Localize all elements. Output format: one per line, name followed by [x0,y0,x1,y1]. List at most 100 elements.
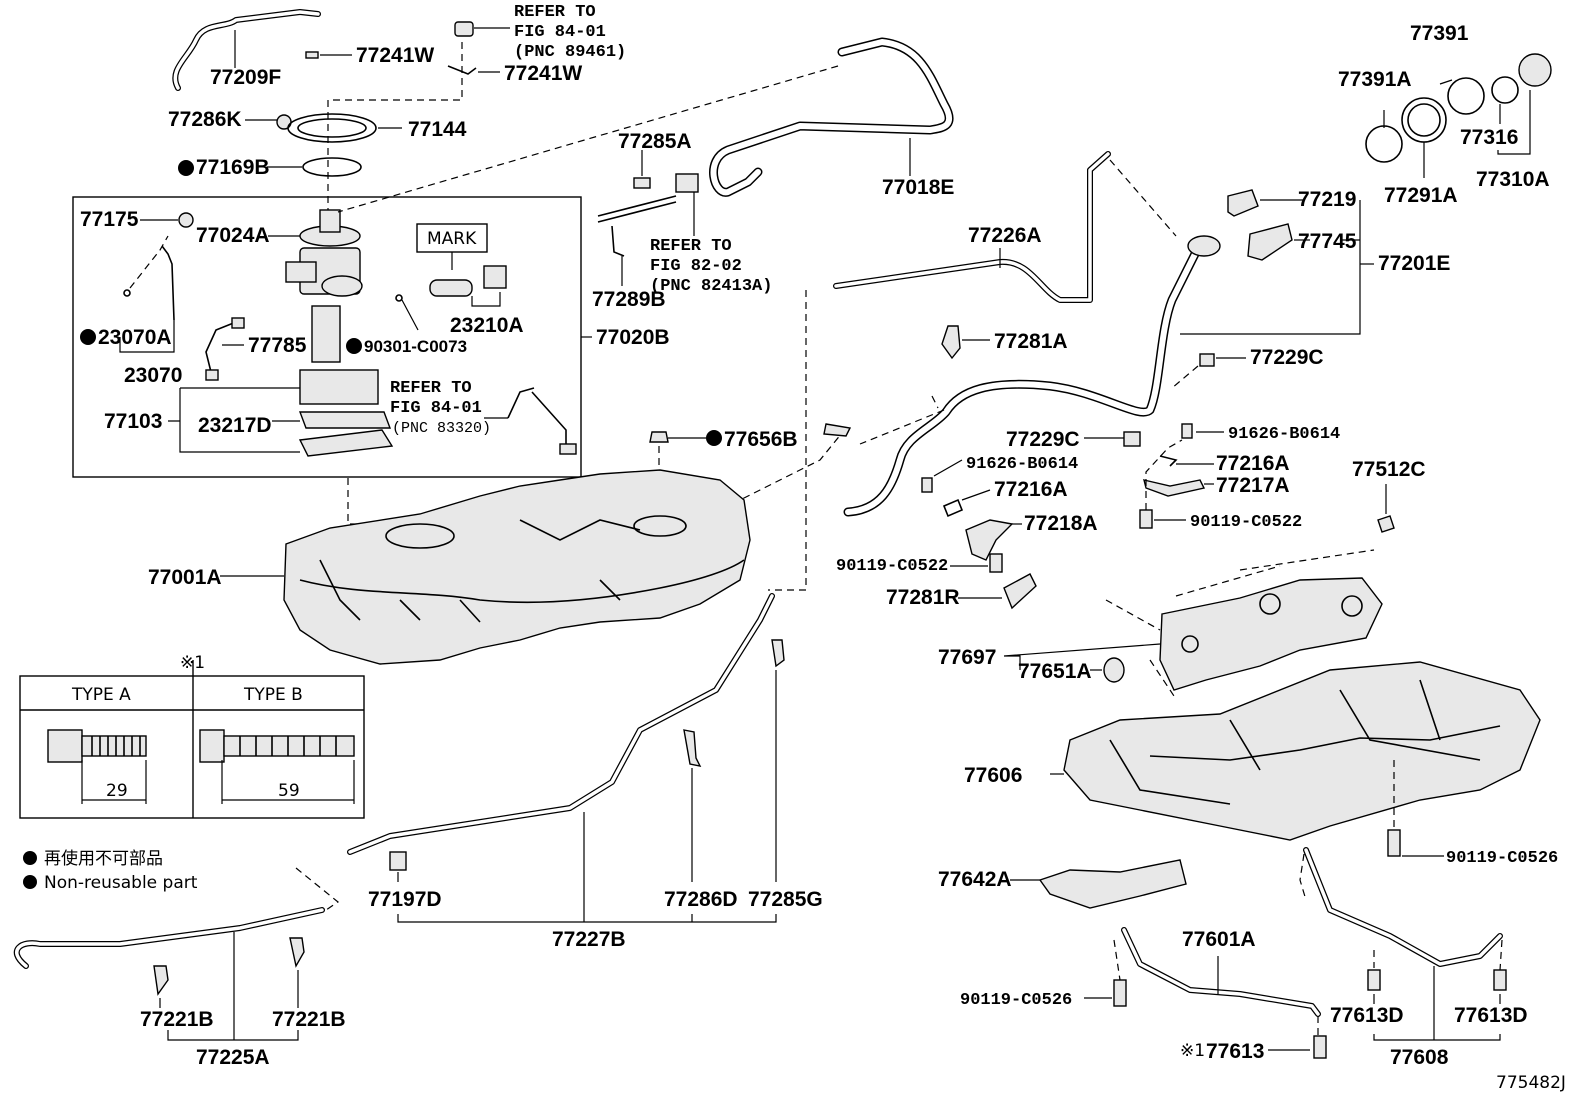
label-77291a[interactable]: 77291A [1384,184,1458,207]
length-b-value: 59 [278,781,300,801]
label-91626-b0614-right[interactable]: 91626-B0614 [1228,425,1340,444]
ref-line: (PNC 82413A) [650,277,772,296]
label-77241w-b[interactable]: 77241W [504,62,582,85]
label-77175[interactable]: 77175 [80,208,139,231]
mark-label: MARK [427,229,477,249]
ref-line: FIG 84-01 [390,399,482,418]
figure-code: 775482J [1496,1073,1566,1093]
strap-77601a [1121,927,1321,1017]
label-77018e[interactable]: 77018E [882,176,954,199]
grommet-77656b [649,431,669,443]
label-77219[interactable]: 77219 [1298,188,1356,211]
label-90301-c0073[interactable]: 90301-C0073 [364,337,467,356]
clip-23070 [161,245,175,321]
label-77651a[interactable]: 77651A [1018,660,1092,683]
label-77745[interactable]: 77745 [1298,230,1357,253]
label-77391[interactable]: 77391 [1410,22,1469,45]
label-77286k[interactable]: 77286K [168,108,242,131]
label-77613d-right[interactable]: 77613D [1454,1004,1528,1027]
label-77391a[interactable]: 77391A [1338,68,1412,91]
label-77216a-left[interactable]: 77216A [994,478,1068,501]
connector-89461 [454,21,474,37]
label-77785[interactable]: 77785 [248,334,307,357]
label-77229c-right[interactable]: 77229C [1250,346,1324,369]
legend-jp: 再使用不可部品 [44,848,163,869]
bolt-90119-c0526-left [1113,979,1127,1007]
asterisk-note-table: ※1 [180,653,205,673]
label-77697[interactable]: 77697 [938,646,996,669]
washer-77512c [1377,515,1395,533]
label-77656b[interactable]: 77656B [724,428,798,451]
bolt-type-table [19,660,365,819]
label-77642a[interactable]: 77642A [938,868,1012,891]
label-77201e[interactable]: 77201E [1378,252,1450,275]
ref-line: REFER TO [650,237,732,256]
ref-line: REFER TO [390,379,472,398]
ref-line: REFER TO [514,3,596,22]
label-77613d-left[interactable]: 77613D [1330,1004,1404,1027]
label-23070a[interactable]: 23070A [98,326,172,349]
label-77281a[interactable]: 77281A [994,330,1068,353]
label-77310a[interactable]: 77310A [1476,168,1550,191]
label-77226a[interactable]: 77226A [968,224,1042,247]
label-77169b[interactable]: 77169B [196,156,270,179]
label-77221b-right[interactable]: 77221B [272,1008,346,1031]
bolt-90119-c0522-right [1139,509,1153,529]
clip-77285a [633,173,699,193]
label-77221b-left[interactable]: 77221B [140,1008,214,1031]
label-77001a[interactable]: 77001A [148,566,222,589]
clamp-77197d [389,851,407,871]
label-77241w-a[interactable]: 77241W [356,44,434,67]
label-23210a[interactable]: 23210A [450,314,524,337]
label-77286d[interactable]: 77286D [664,888,738,911]
label-91626-b0614-left[interactable]: 91626-B0614 [966,455,1078,474]
hose-77018e [709,37,954,197]
label-23070[interactable]: 23070 [124,364,182,387]
wire-77785 [205,317,245,381]
label-77020b[interactable]: 77020B [596,326,670,349]
label-90119-c0526-left[interactable]: 90119-C0526 [960,991,1072,1010]
label-77217a[interactable]: 77217A [1216,474,1290,497]
label-77613[interactable]: 77613 [1206,1040,1264,1063]
gasket-77169b [302,157,362,177]
clip-77241w [447,65,477,75]
vent-tube-77209f [172,9,321,91]
label-77209f[interactable]: 77209F [210,66,281,89]
bolt-type-b-icon [199,729,355,804]
label-77144[interactable]: 77144 [408,118,467,141]
label-77601a[interactable]: 77601A [1182,928,1256,951]
label-77285a[interactable]: 77285A [618,130,692,153]
label-77024a[interactable]: 77024A [196,224,270,247]
label-77606[interactable]: 77606 [964,764,1022,787]
label-77316[interactable]: 77316 [1460,126,1518,149]
retainer-ring-77144 [287,113,377,143]
protector-77697 [1159,577,1383,691]
bracket-77217a [1143,479,1206,497]
label-77216a-right[interactable]: 77216A [1216,452,1290,475]
legend: 再使用不可部品 Non-reusable part [23,848,198,893]
label-77103[interactable]: 77103 [104,410,162,433]
label-90119-c0526-right[interactable]: 90119-C0526 [1446,849,1558,868]
pump-bracket-77103 [299,305,379,405]
label-23217d[interactable]: 23217D [198,414,272,437]
label-77608[interactable]: 77608 [1390,1046,1449,1069]
label-77512c[interactable]: 77512C [1352,458,1426,481]
type-b-label: TYPE B [243,685,303,705]
label-77225a[interactable]: 77225A [196,1046,270,1069]
label-77285g[interactable]: 77285G [748,888,823,911]
label-90119-c0522-right[interactable]: 90119-C0522 [1190,513,1302,532]
oring-90301 [395,294,403,302]
ref-line: (PNC 89461) [514,43,626,62]
label-90119-c0522-left[interactable]: 90119-C0522 [836,557,948,576]
hose-clip-77285g [823,423,852,437]
label-77289b[interactable]: 77289B [592,288,666,311]
non-reusable-dot [706,430,722,446]
label-77281r[interactable]: 77281R [886,586,960,609]
label-77197d[interactable]: 77197D [368,888,442,911]
ref-note-89461: REFER TO FIG 84-01 (PNC 89461) [514,3,626,62]
non-reusable-dot [178,160,194,176]
fuel-line-77227b [347,593,775,855]
label-77218a[interactable]: 77218A [1024,512,1098,535]
label-77229c-left[interactable]: 77229C [1006,428,1080,451]
label-77227b[interactable]: 77227B [552,928,626,951]
